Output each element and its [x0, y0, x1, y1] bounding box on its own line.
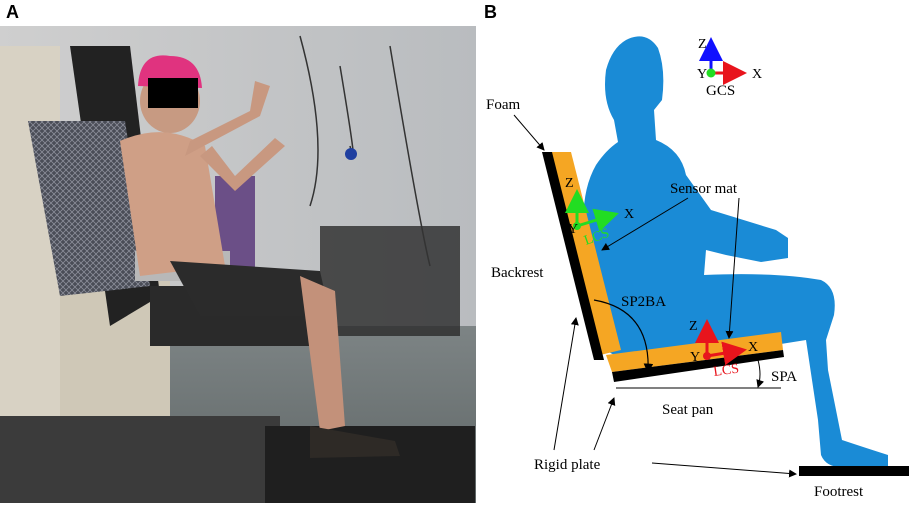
seat-schematic: Z Y X GCS Z Y X LCS Z Y X LCS Foam Senso…	[476, 0, 913, 503]
arm-right	[185, 81, 270, 156]
lcs-seat-y-label: Y	[690, 350, 700, 365]
rigid-plate-arrow-back	[553, 317, 579, 451]
lcs-seat-label: LCS	[712, 362, 740, 380]
lcs-back-x-axis	[576, 208, 619, 232]
sp2ba-angle-arc	[593, 299, 654, 374]
gcs-y-origin	[706, 68, 716, 78]
footrest-plate	[799, 466, 909, 476]
gcs-z-label: Z	[698, 37, 707, 52]
sensor-mat-label: Sensor mat	[670, 181, 738, 197]
rigid-plate-arrow-seat	[593, 397, 616, 451]
gcs-y-label: Y	[697, 67, 707, 82]
spa-label: SPA	[771, 369, 797, 385]
lcs-seat-x-label: X	[748, 340, 758, 355]
photo-backrest-mesh	[28, 121, 150, 296]
rigid-plate-arrow-footrest	[651, 462, 797, 478]
footrest-label: Footrest	[814, 484, 864, 500]
gcs-label: GCS	[706, 83, 735, 99]
torso	[120, 132, 225, 276]
shoes	[310, 426, 400, 458]
leg	[300, 276, 345, 431]
rigid-plate-label: Rigid plate	[534, 457, 601, 473]
lcs-back-origin	[573, 222, 581, 230]
schematic-svg: Z Y X GCS Z Y X LCS Z Y X LCS Foam Senso…	[486, 36, 909, 500]
foam-label: Foam	[486, 97, 521, 113]
gcs-x-label: X	[752, 67, 762, 82]
seat-pan-label: Seat pan	[662, 402, 714, 418]
camera	[345, 148, 357, 160]
face-redaction	[148, 78, 198, 108]
rig-cables	[0, 416, 280, 503]
backrest-label: Backrest	[491, 265, 544, 281]
lcs-back-y-label: Y	[568, 222, 578, 237]
equipment-background	[320, 226, 460, 336]
lcs-seat-origin	[703, 352, 711, 360]
photo-illustration	[0, 26, 476, 503]
sensor-mat-arrow-back	[601, 197, 689, 251]
lcs-seat-x-axis	[706, 341, 747, 366]
lcs-seat-z-label: Z	[689, 319, 698, 334]
lcs-back-x-label: X	[624, 207, 634, 222]
human-body-silhouette	[583, 36, 888, 468]
panel-a-letter: A	[6, 2, 19, 22]
sensor-mat-arrow-seat	[725, 197, 740, 339]
spa-angle-arc	[756, 359, 765, 388]
backrest-rigid-plate	[542, 152, 604, 360]
experiment-photo	[0, 26, 476, 503]
lcs-back-z-label: Z	[565, 176, 574, 191]
shorts	[170, 261, 330, 316]
panel-b-letter: B	[484, 2, 497, 22]
sp2ba-label: SP2BA	[621, 294, 666, 310]
foam-arrow	[513, 114, 545, 151]
arm-left	[200, 138, 285, 191]
